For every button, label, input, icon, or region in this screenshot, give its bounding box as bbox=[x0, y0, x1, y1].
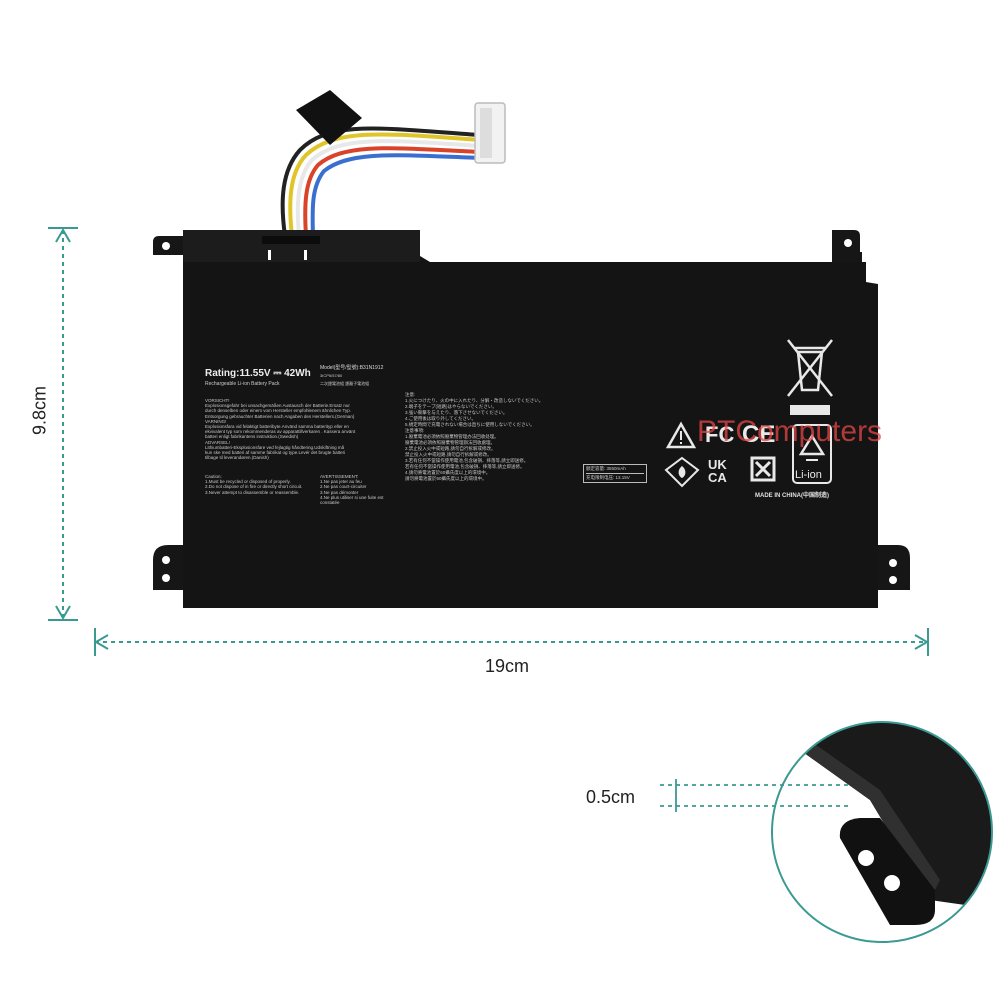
weee-bin-icon bbox=[787, 339, 833, 397]
battery-label-block: Rating:11.55V ⎓ 42Wh Rechargeable Li-ion… bbox=[205, 368, 625, 387]
warning-da-1: Lithiumbatteri-Eksplosionsfare ved fejla… bbox=[205, 444, 345, 450]
capacity-text: 額定容量: 3550mAh bbox=[586, 465, 644, 474]
notice-cn-block: 注意事項: 1.廢棄電池必須依照廢棄物管理办法回收处理。 廢棄電池必須依照廢棄物… bbox=[405, 428, 585, 482]
wire-bundle bbox=[280, 126, 482, 238]
notice-heading-jp: 注意: bbox=[405, 392, 416, 397]
notice-jp-4: 4.ご使用後は取り外してください。 bbox=[405, 416, 476, 421]
made-in-text: MADE IN CHINA(中国制造) bbox=[755, 493, 829, 499]
flammable-icon bbox=[664, 456, 700, 488]
caution-heading: Caution: bbox=[205, 474, 222, 479]
notice-cn-1: 1.廢棄電池必須依照廢棄物管理办法回收处理。 bbox=[405, 434, 499, 439]
notice-jp-block: 注意: 1.火につけたり、火の中に入れたり、分解・改造しないでください。 2.端… bbox=[405, 392, 585, 428]
warning-de-3: Entsorgung gebrauchter Batterien nach An… bbox=[205, 413, 355, 419]
warning-heading-de: VORSICHT! bbox=[205, 398, 230, 403]
warning-sv-1: Explosionsfara vid felaktigt batteribyte… bbox=[205, 424, 349, 430]
model-text: Model(型号/型號):B31N1912 bbox=[320, 365, 384, 371]
warnings-left: VORSICHT! Explosionsgefahr bei unsachgem… bbox=[205, 398, 390, 460]
mount-tab-bottom-right bbox=[878, 545, 910, 590]
avertissement-3: 3.Ne pas démonter bbox=[320, 489, 359, 495]
ukca-mark: UK CA bbox=[708, 457, 727, 485]
warning-de-1: Explosionsgefahr bei unsachgemäßen Austa… bbox=[205, 403, 350, 409]
notice-jp-1: 1.火につけたり、火の中に入れたり、分解・改造しないでください。 bbox=[405, 398, 544, 403]
warning-sv-3: batteri enligt fabrikantens instruktion.… bbox=[205, 434, 299, 440]
notice-jp-5: 5.規定時間で充電されない場合は直ちに使用しないでください。 bbox=[405, 422, 535, 427]
cable-wrap bbox=[296, 90, 362, 145]
warning-triangle-icon bbox=[665, 421, 697, 449]
charge-limit-text: 充电限制电压: 13.15V bbox=[586, 475, 630, 480]
avertissement-1: 1.Ne pas jeter au feu bbox=[320, 479, 362, 485]
caution-block: Caution: 1.Must be recycled or disposed … bbox=[205, 474, 315, 495]
caution-3: 3.Never attempt to disassemble or reasse… bbox=[205, 489, 300, 495]
caution-2: 2.Do not dispose of in fire or directly … bbox=[205, 484, 303, 490]
li-ion-label: Li-ion bbox=[795, 469, 822, 481]
notice-heading-cn: 注意事項: bbox=[405, 428, 425, 433]
mount-tab-bottom-left bbox=[153, 545, 183, 590]
notice-jp-3: 3.強い衝撃を与えたり、落下させないでください。 bbox=[405, 410, 508, 415]
recycle-icon bbox=[792, 424, 832, 484]
thickness-label: 0.5cm bbox=[586, 787, 636, 807]
zoom-mount-tab bbox=[839, 818, 935, 925]
notice-cn-4: 禁止投入火中或短路,請勿自行拆解或修改。 bbox=[405, 452, 492, 457]
rating-text: Rating:11.55V ⎓ 42Wh bbox=[205, 368, 311, 379]
avertissement-4: 4.Ne plus utiliser si une fuite est cons… bbox=[320, 494, 384, 506]
width-label: 19cm bbox=[485, 656, 530, 676]
avertissement-2: 2.Ne pas court-circuiter bbox=[320, 484, 367, 490]
warning-da-3: tilbage til leverandøren.(Danish) bbox=[205, 455, 269, 461]
notice-cn-2: 廢棄電池必須依照廢棄物管理辦法回收處理。 bbox=[405, 440, 495, 445]
warning-sv-2: ekvivalent typ som rekommenderas av appa… bbox=[205, 429, 356, 435]
cells-text: 3ICP5/57/80 bbox=[320, 373, 343, 378]
notice-cn-5: 3.若有任何不當操作使用電池,包含破損、摔落等,請立即送修。 bbox=[405, 458, 529, 463]
width-dimension-line bbox=[94, 628, 929, 656]
fc-mark: FC bbox=[705, 422, 735, 447]
height-dimension-line bbox=[48, 227, 78, 621]
notice-jp-2: 2.端子をテープ(短路)はやらないでください。 bbox=[405, 404, 497, 409]
caution-1: 1.Must be recycled or disposed of proper… bbox=[205, 479, 291, 485]
notice-cn-8: 請勿將電池置於60攝氏度以上的環境中。 bbox=[405, 476, 487, 481]
capacity-box: 額定容量: 3550mAh 充电限制电压: 13.15V bbox=[583, 464, 647, 483]
warning-da-2: kun ske med batteri af samme fabrikat og… bbox=[205, 450, 346, 456]
warning-de-2: durch denselben oder einem vom Herstelle… bbox=[205, 408, 351, 414]
model-block: Model(型号/型號):B31N1912 3ICP5/57/80 二次鋰電池組… bbox=[320, 364, 420, 388]
notice-cn-3: 2.禁止投入火中或短路,請勿自行拆解或修改。 bbox=[405, 446, 496, 451]
avertissement-block: AVERTISSEMENT: 1.Ne pas jeter au feu 2.N… bbox=[320, 474, 400, 505]
cell-type-text: 二次鋰電池組 鋰離子電池組 bbox=[320, 381, 370, 386]
notice-cn-7: 4.請勿將電池置於60攝氏度以上的環境中。 bbox=[405, 470, 491, 475]
warning-heading-da: ADVARSEL! bbox=[205, 439, 230, 445]
notice-cn-6: 若有任何不當操作使用電池,包含破損、摔落等,請立即送修。 bbox=[405, 464, 525, 469]
zoom-circle bbox=[771, 721, 993, 943]
warning-heading-sv: VARNING! bbox=[205, 418, 227, 424]
pack-type-text: Rechargeable Li-ion Battery Pack bbox=[205, 381, 280, 387]
watermark-text: PTComputers bbox=[697, 415, 883, 448]
thickness-dimension-line bbox=[660, 779, 850, 812]
connector bbox=[474, 102, 506, 164]
avertissement-heading: AVERTISSEMENT: bbox=[320, 474, 359, 479]
mobius-icon bbox=[750, 456, 776, 482]
ce-mark: CE bbox=[742, 421, 776, 448]
